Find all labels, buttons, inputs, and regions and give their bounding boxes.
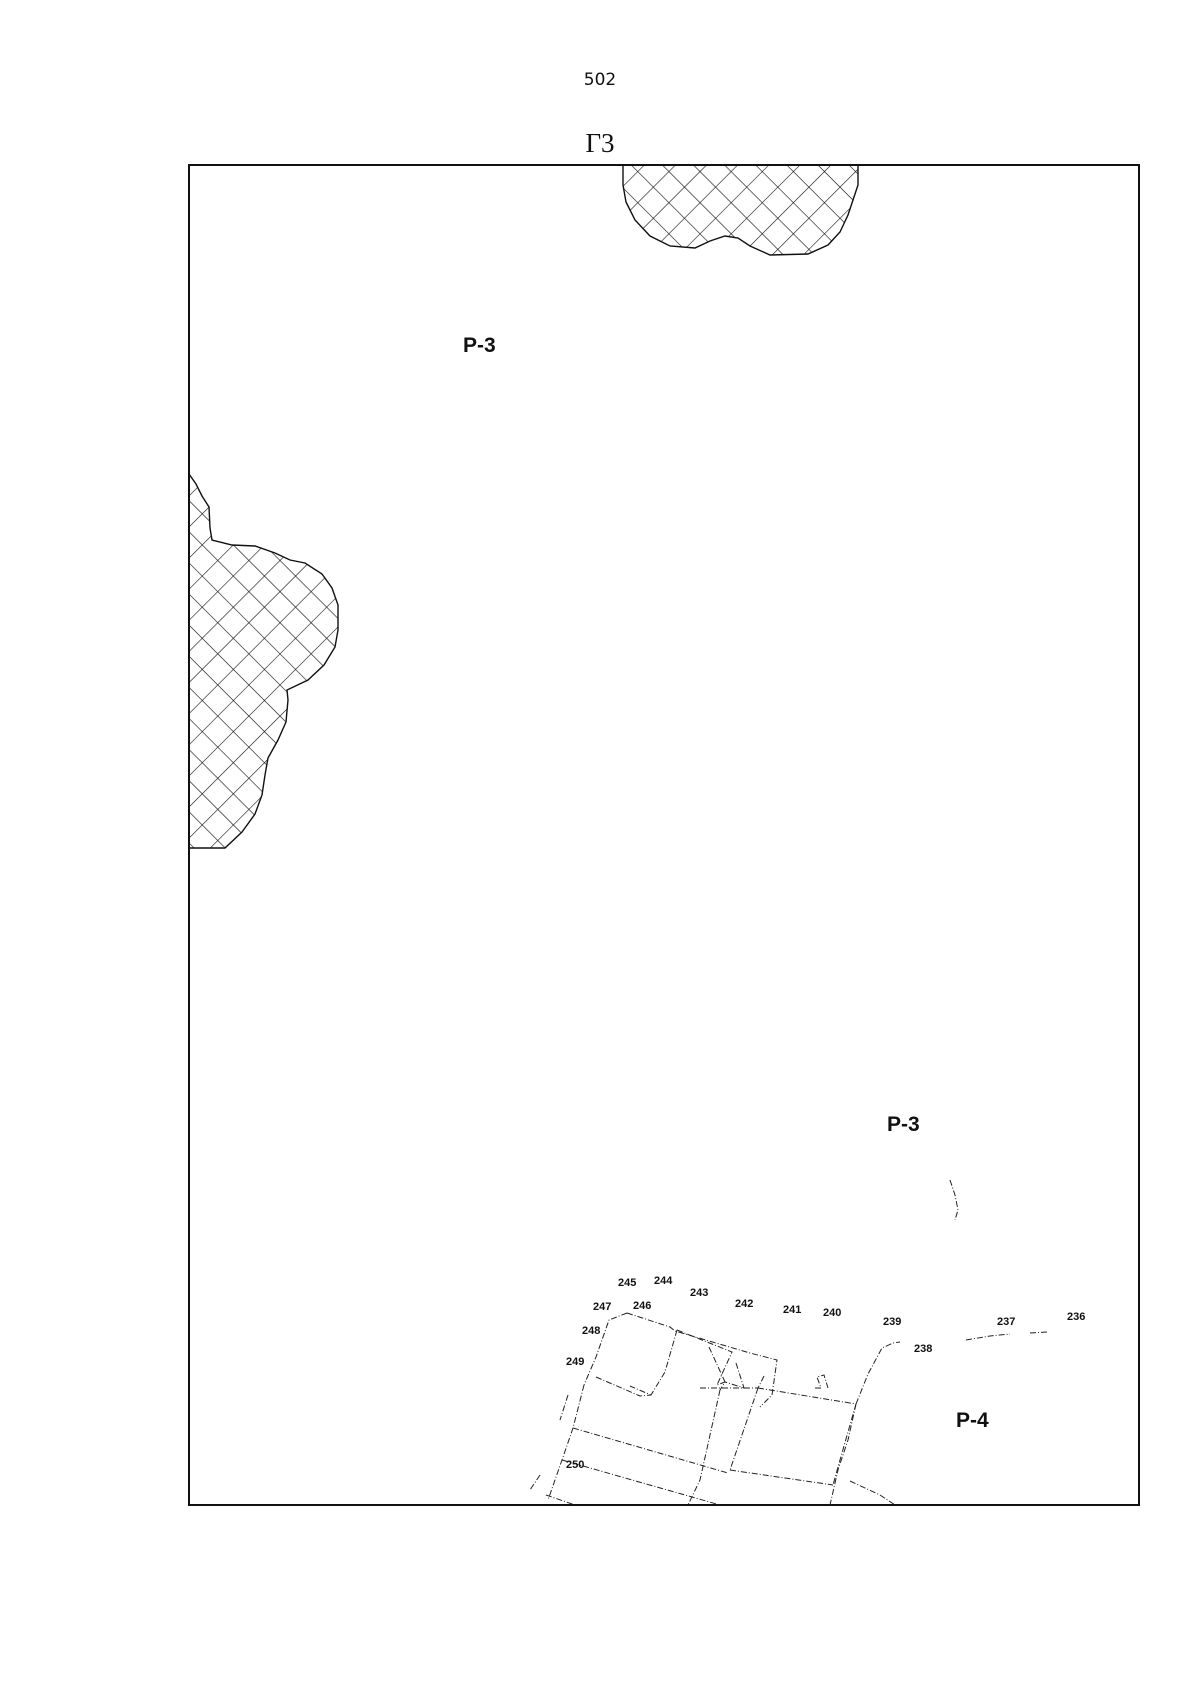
page-number: 502 [583, 70, 617, 90]
parcel-number: 238 [914, 1343, 932, 1355]
parcel-number: 243 [690, 1287, 708, 1299]
parcel-number: 236 [1067, 1311, 1085, 1323]
zone-label-p4: P-4 [956, 1409, 989, 1432]
parcel-number: 237 [997, 1316, 1015, 1328]
map-frame [188, 164, 1140, 1506]
zone-label-p3-right: P-3 [887, 1113, 920, 1136]
hatched-area-top [622, 165, 859, 256]
parcel-number: 247 [593, 1301, 611, 1313]
zone-label-p3-top: P-3 [463, 334, 496, 357]
parcel-number: 245 [618, 1277, 636, 1289]
parcel-number: 248 [582, 1325, 600, 1337]
parcel-number: 246 [633, 1300, 651, 1312]
parcel-number: 244 [654, 1275, 673, 1287]
parcel-number: 250 [566, 1459, 584, 1471]
parcel-number: 241 [783, 1304, 801, 1316]
sheet-title: Г3 [585, 128, 615, 158]
parcel-number: 239 [883, 1316, 901, 1328]
parcel-number: 249 [566, 1356, 584, 1368]
parcel-number: 240 [823, 1307, 841, 1319]
cadastral-parcels [529, 1179, 1049, 1505]
hatched-area-left [189, 472, 339, 849]
parcel-number: 242 [735, 1298, 753, 1310]
